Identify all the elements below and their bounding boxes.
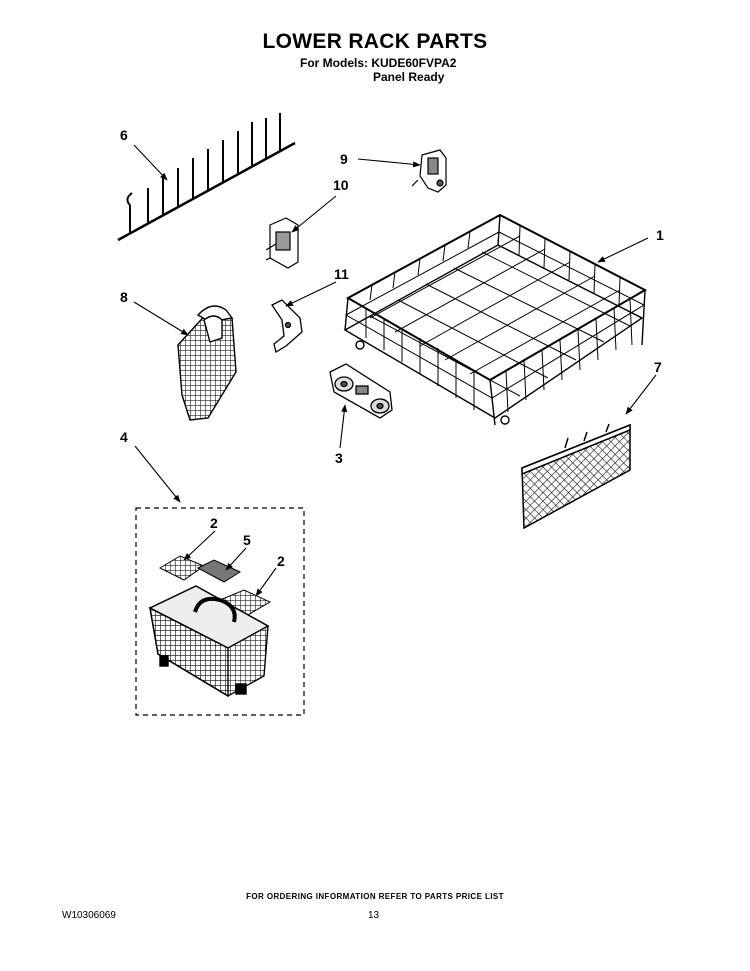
callout-1: 1: [656, 227, 664, 243]
part-9-clip: [411, 149, 447, 193]
part-3-wheel-assembly: [329, 363, 393, 419]
models-line: For Models: KUDE60FVPA2: [300, 56, 457, 70]
callout-8: 8: [120, 289, 128, 305]
part-6-tine-row: [117, 113, 296, 242]
part-4-silverware-basket: [148, 585, 270, 698]
callout-4: 4: [120, 429, 128, 445]
callout-9: 9: [340, 151, 348, 167]
leader-lines: [133, 144, 657, 597]
callout-5: 5: [243, 532, 251, 548]
model-info: For Models: KUDE60FVPA2 Panel Ready: [300, 56, 456, 84]
part-11-bracket: [271, 299, 303, 354]
callout-2-right: 2: [277, 553, 285, 569]
ordering-note: FOR ORDERING INFORMATION REFER TO PARTS …: [246, 892, 504, 901]
callout-11: 11: [334, 266, 349, 282]
callout-6: 6: [120, 127, 128, 143]
part-8-utensil-basket: [177, 305, 237, 421]
callout-7: 7: [654, 359, 662, 375]
page-title: LOWER RACK PARTS: [262, 30, 488, 53]
part-5-handle: [196, 559, 242, 583]
part-1-lower-rack: [343, 213, 648, 426]
callout-3: 3: [335, 450, 343, 466]
document-number: W10306069: [62, 910, 116, 921]
part-10-clip: [265, 217, 299, 269]
page-number: 13: [368, 910, 380, 921]
part-7-mesh-panel: [521, 423, 631, 530]
panel-line: Panel Ready: [373, 70, 445, 84]
part-4-group-box: [135, 507, 305, 716]
callout-2-top: 2: [210, 515, 218, 531]
callout-labels: 1 2 2 3 4 5 6 7 8 9 10 11: [120, 127, 664, 569]
callout-10: 10: [333, 177, 349, 193]
